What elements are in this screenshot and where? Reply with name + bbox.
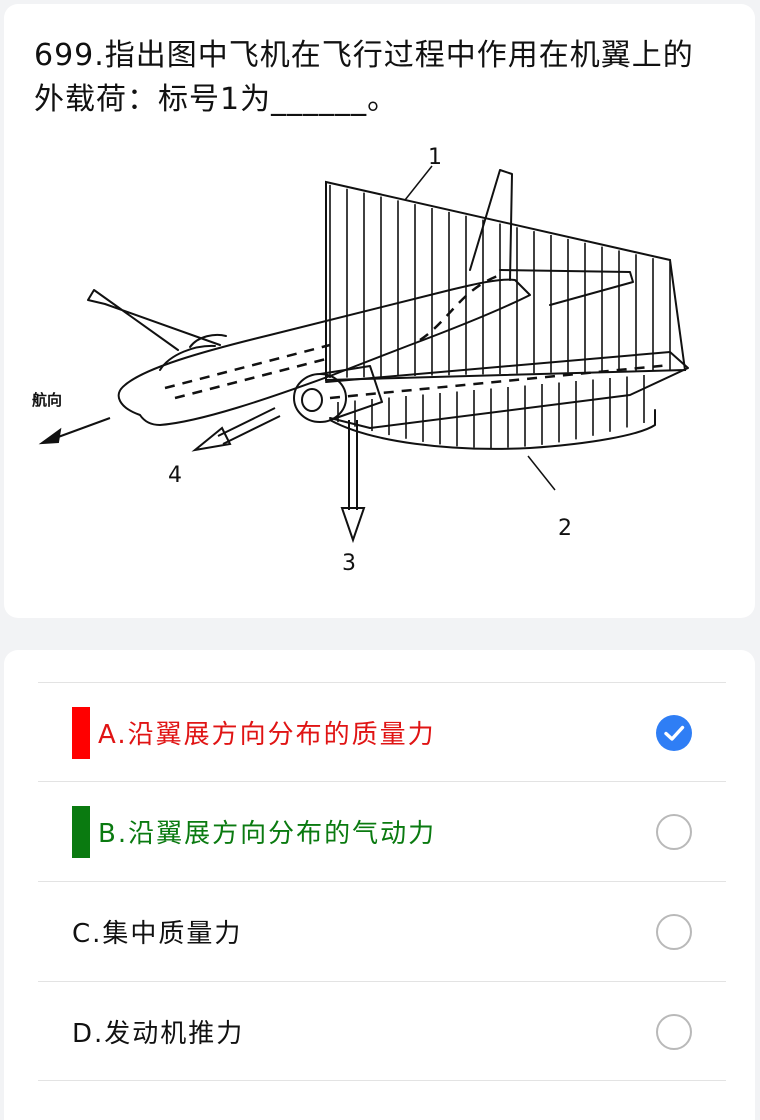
option-a-label: A.沿翼展方向分布的质量力 [98, 720, 436, 750]
callout-1: 1 [428, 145, 442, 170]
option-d[interactable]: D.发动机推力 [38, 981, 726, 1081]
option-d-label: D.发动机推力 [72, 1018, 245, 1049]
option-b-label: B.沿翼展方向分布的气动力 [98, 819, 437, 849]
option-c-radio[interactable] [656, 914, 692, 950]
option-b-radio[interactable] [656, 814, 692, 850]
callout-4: 4 [168, 463, 182, 488]
heading-label: 航向 [32, 391, 62, 409]
option-c[interactable]: C.集中质量力 [38, 881, 726, 981]
diagram-svg: 1 2 3 4 航向 [32, 145, 689, 576]
option-c-label: C.集中质量力 [72, 919, 243, 949]
question-text: 699.指出图中飞机在飞行过程中作用在机翼上的外载荷：标号1为______。 [34, 38, 694, 117]
question-card: 699.指出图中飞机在飞行过程中作用在机翼上的外载荷：标号1为______。 [4, 4, 755, 618]
options-card: A.沿翼展方向分布的质量力 B.沿翼展方向分布的气动力 C.集中质量力 D.发动… [4, 650, 755, 1120]
checkmark-icon [664, 725, 685, 741]
callout-3: 3 [342, 551, 356, 576]
option-d-radio[interactable] [656, 1014, 692, 1050]
concentrated-force-arrow [340, 420, 366, 544]
upper-load-arrows [329, 184, 671, 378]
thrust-arrow [191, 407, 281, 452]
callout-2: 2 [558, 516, 572, 541]
option-a-marker [72, 706, 90, 759]
airplane-wing-load-diagram: 1 2 3 4 航向 [30, 140, 710, 590]
option-a[interactable]: A.沿翼展方向分布的质量力 [38, 682, 726, 782]
lower-load-arrows [337, 375, 645, 448]
heading-arrow [38, 417, 111, 445]
option-b[interactable]: B.沿翼展方向分布的气动力 [38, 781, 726, 881]
option-b-marker [72, 805, 90, 858]
option-a-radio[interactable] [656, 715, 692, 751]
